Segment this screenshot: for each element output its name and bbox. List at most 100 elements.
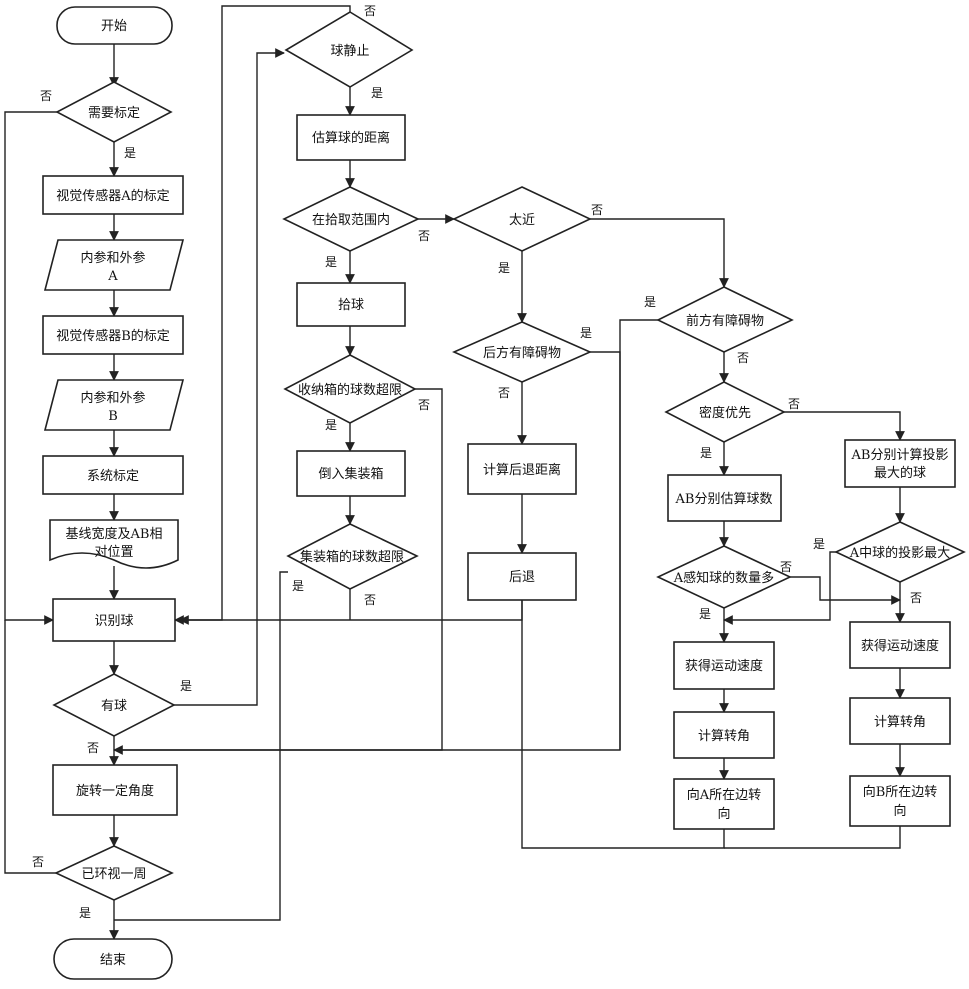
- edge-full-circle-no: [5, 620, 57, 873]
- label-a-more-no: 否: [780, 560, 792, 574]
- label-has-ball-yes: 是: [180, 679, 192, 693]
- in-pickup-range-label: 在拾取范围内: [312, 212, 390, 228]
- node-rear-obstacle: 后方有障碍物: [454, 322, 590, 382]
- label-collection-yes: 是: [292, 579, 304, 593]
- edge-has-ball-yes: [174, 53, 284, 705]
- label-need-calibration-no: 否: [40, 89, 52, 103]
- edge-density-no-to-projection: [784, 412, 900, 440]
- density-priority-label: 密度优先: [699, 405, 751, 421]
- node-front-obstacle: 前方有障碍物: [658, 287, 792, 352]
- back-off-label: 后退: [509, 570, 535, 585]
- node-calib-sensor-a: 视觉传感器A的标定: [43, 176, 183, 214]
- edge-a-more-no: [790, 577, 900, 600]
- label-a-max-no: 否: [910, 591, 922, 605]
- node-collection-box-over: 集装箱的球数超限: [288, 524, 417, 589]
- node-get-speed-left: 获得运动速度: [674, 642, 774, 689]
- node-ball-static: 球静止: [286, 12, 412, 87]
- node-back-off: 后退: [468, 553, 576, 600]
- params-b-label-line1: 内参和外参: [80, 390, 145, 406]
- turn-a-label-line1: 向A所在边转: [687, 787, 761, 803]
- calib-sensor-b-label: 视觉传感器B的标定: [56, 328, 170, 344]
- label-front-no: 否: [737, 351, 749, 365]
- label-collection-no: 否: [364, 593, 376, 607]
- node-turn-a: 向A所在边转 向: [674, 779, 774, 829]
- node-calc-turn-left: 计算转角: [674, 712, 774, 758]
- node-baseline: 基线宽度及AB相 对位置: [50, 520, 178, 568]
- recognize-ball-label: 识别球: [94, 614, 133, 629]
- rear-obstacle-label: 后方有障碍物: [483, 345, 561, 361]
- node-ab-estimate-count: AB分别估算球数: [668, 475, 781, 521]
- node-a-projection-max: A中球的投影最大: [836, 522, 964, 582]
- label-density-yes: 是: [700, 446, 712, 460]
- label-too-close-yes: 是: [498, 261, 510, 275]
- node-calc-backoff: 计算后退距离: [468, 444, 576, 494]
- label-front-yes: 是: [644, 295, 656, 309]
- has-ball-label: 有球: [101, 699, 127, 714]
- system-calibration-label: 系统标定: [87, 469, 139, 484]
- node-turn-b: 向B所在边转 向: [850, 776, 950, 826]
- baseline-label-line2: 对位置: [94, 545, 133, 560]
- node-get-speed-right: 获得运动速度: [850, 622, 950, 668]
- node-calib-sensor-b: 视觉传感器B的标定: [43, 316, 183, 354]
- label-ball-static-yes: 是: [371, 86, 383, 100]
- front-obstacle-label: 前方有障碍物: [686, 313, 764, 329]
- node-has-ball: 有球: [54, 674, 174, 736]
- node-system-calibration: 系统标定: [43, 456, 183, 494]
- collection-box-over-label: 集装箱的球数超限: [300, 549, 404, 565]
- nodes: 开始 需要标定 视觉传感器A的标定 内参和外参 A 视觉传感器B的标定 内参和外…: [43, 7, 964, 979]
- label-storage-no: 否: [418, 398, 430, 412]
- pour-collection-label: 倒入集装箱: [318, 466, 383, 482]
- calib-sensor-a-label: 视觉传感器A的标定: [56, 188, 169, 204]
- ab-projection-label-line1: AB分别计算投影: [851, 447, 949, 463]
- get-speed-right-label: 获得运动速度: [861, 638, 939, 654]
- node-full-circle: 已环视一周: [56, 846, 172, 900]
- ab-estimate-count-label: AB分别估算球数: [675, 492, 773, 507]
- get-speed-left-label: 获得运动速度: [685, 658, 763, 674]
- label-full-circle-yes: 是: [79, 906, 91, 920]
- label-rear-no: 否: [498, 386, 510, 400]
- edge-too-close-no-to-front: [590, 219, 724, 287]
- params-a-label-line1: 内参和外参: [80, 250, 145, 266]
- pick-ball-label: 拾球: [338, 298, 364, 313]
- calc-turn-right-label: 计算转角: [874, 715, 926, 730]
- label-in-range-yes: 是: [325, 255, 337, 269]
- too-close-label: 太近: [509, 213, 535, 228]
- node-recognize-ball: 识别球: [53, 599, 175, 641]
- rotate-angle-label: 旋转一定角度: [76, 783, 154, 799]
- node-in-pickup-range: 在拾取范围内: [284, 187, 418, 251]
- label-in-range-no: 否: [418, 229, 430, 243]
- label-too-close-no: 否: [591, 203, 603, 217]
- a-sees-more-label: A感知球的数量多: [673, 570, 774, 586]
- node-too-close: 太近: [454, 187, 590, 251]
- turn-a-label-line2: 向: [717, 806, 730, 822]
- label-need-calibration-yes: 是: [124, 146, 136, 160]
- turn-b-label-line1: 向B所在边转: [863, 784, 938, 800]
- node-start: 开始: [57, 7, 172, 44]
- node-params-b: 内参和外参 B: [45, 380, 183, 430]
- node-params-a: 内参和外参 A: [45, 240, 183, 290]
- node-pour-collection: 倒入集装箱: [297, 451, 405, 496]
- node-storage-box-over: 收纳箱的球数超限: [285, 355, 415, 423]
- calc-turn-left-label: 计算转角: [698, 729, 750, 744]
- edge-storage-no: [114, 389, 442, 750]
- a-projection-max-label: A中球的投影最大: [849, 545, 950, 561]
- node-ab-projection: AB分别计算投影 最大的球: [845, 440, 955, 487]
- ball-static-label: 球静止: [330, 44, 369, 59]
- node-pick-ball: 拾球: [297, 283, 405, 326]
- label-a-more-yes: 是: [699, 607, 711, 621]
- ab-projection-label-line2: 最大的球: [874, 465, 926, 481]
- edge-rear-yes: [590, 352, 620, 750]
- label-has-ball-no: 否: [87, 741, 99, 755]
- node-need-calibration: 需要标定: [57, 82, 171, 142]
- label-density-no: 否: [788, 397, 800, 411]
- estimate-distance-label: 估算球的距离: [312, 130, 390, 146]
- turn-b-label-line2: 向: [893, 803, 906, 819]
- node-density-priority: 密度优先: [666, 382, 784, 442]
- params-b-label-line2: B: [108, 409, 118, 424]
- label-storage-yes: 是: [325, 418, 337, 432]
- full-circle-label: 已环视一周: [81, 867, 146, 882]
- node-end: 结束: [54, 939, 172, 979]
- label-rear-yes: 是: [580, 326, 592, 340]
- node-rotate-angle: 旋转一定角度: [53, 765, 177, 815]
- end-label: 结束: [100, 953, 126, 968]
